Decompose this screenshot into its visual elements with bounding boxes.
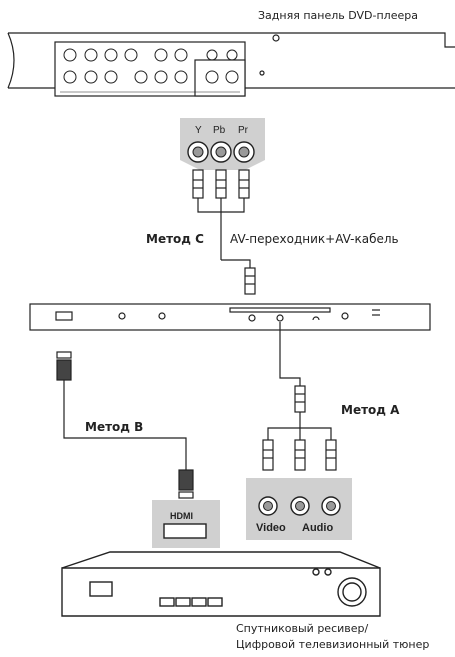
pr-label: Pr <box>238 125 248 136</box>
method-b-label: Метод B <box>85 420 144 434</box>
ypbpr-panel <box>180 118 265 170</box>
av-cable-a <box>262 322 337 471</box>
av-plug <box>221 259 256 295</box>
hdmi-label: HDMI <box>170 511 193 521</box>
method-c-label: Метод C <box>146 232 204 246</box>
receiver-inputs <box>152 478 352 548</box>
rca-plugs-top <box>192 169 250 260</box>
pb-label: Pb <box>213 125 226 136</box>
dvd-rear-panel <box>7 32 455 97</box>
method-a-label: Метод A <box>341 403 400 417</box>
dvd-player-body <box>29 303 431 331</box>
y-label: Y <box>195 125 202 136</box>
av-cable-label: AV-переходник+AV-кабель <box>230 232 399 246</box>
audio-label: Audio <box>302 522 334 534</box>
receiver-caption-line2: Цифровой телевизионный тюнер <box>236 638 430 651</box>
hdmi-cable <box>56 351 194 499</box>
receiver-device <box>61 551 381 617</box>
receiver-caption-line1: Спутниковый ресивер/ <box>236 622 369 635</box>
video-label: Video <box>256 522 286 534</box>
dvd-panel-caption: Задняя панель DVD-плеера <box>258 9 418 22</box>
